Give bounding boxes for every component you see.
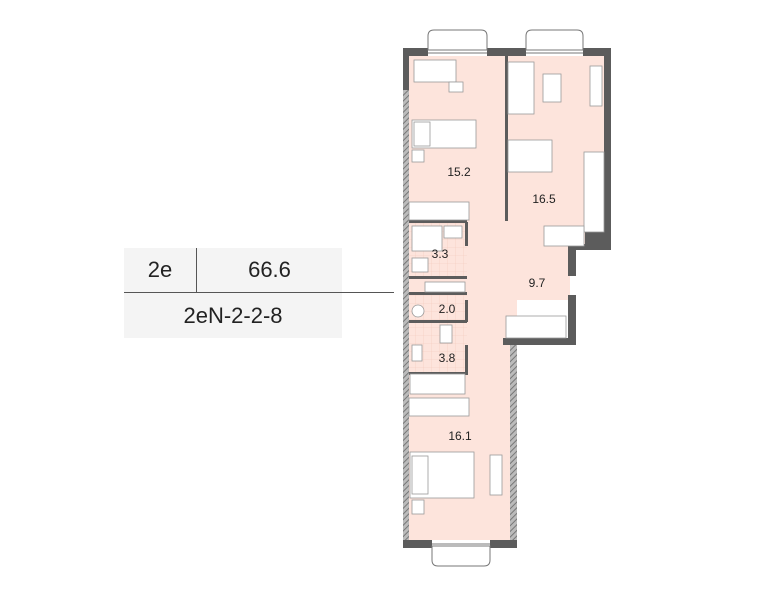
room-area-label: 16.1 [448,429,472,443]
room-area-label: 3.3 [432,247,449,261]
apartment-info-card: 2e 66.6 2eN-2-2-8 [124,248,342,338]
apartment-code: 2eN-2-2-8 [183,303,283,328]
divider [196,248,197,292]
room-area-label: 16.5 [532,192,556,206]
facade-wall [403,90,409,540]
windows [427,29,584,567]
room-area-label: 9.7 [529,276,546,290]
total-area: 66.6 [248,257,291,282]
room-area-label: 15.2 [447,165,471,179]
furniture [408,59,605,515]
leader-line [124,292,394,293]
apartment-type: 2e [147,257,173,282]
room-area-label: 3.8 [439,351,456,365]
room-floor [409,56,604,540]
facade-wall [510,345,517,540]
walls [403,48,611,548]
room-area-label: 2.0 [439,302,456,316]
